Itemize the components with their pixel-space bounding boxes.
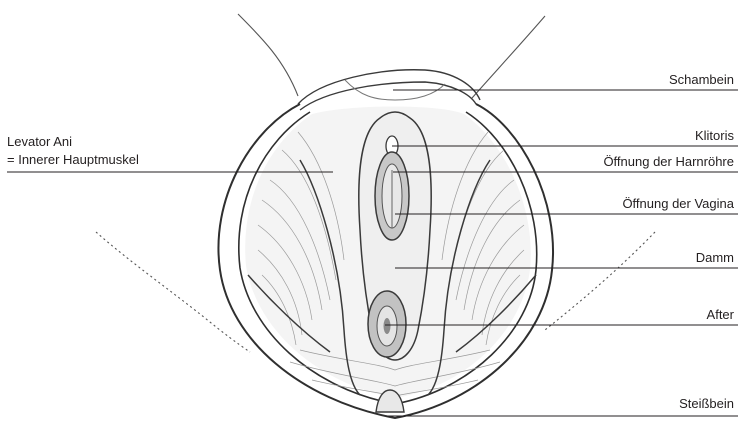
label-levator-ani: Levator Ani [7,134,72,150]
label-after: After [707,307,734,323]
label-vagina: Öffnung der Vagina [622,196,734,212]
anus [368,291,406,357]
label-schambein: Schambein [669,72,734,88]
label-innerer-hauptmuskel: = Innerer Hauptmuskel [7,152,139,168]
label-harnroehre: Öffnung der Harnröhre [603,154,734,170]
label-klitoris: Klitoris [695,128,734,144]
label-damm: Damm [696,250,734,266]
vaginal-opening [375,152,409,240]
label-steissbein: Steißbein [679,396,734,412]
